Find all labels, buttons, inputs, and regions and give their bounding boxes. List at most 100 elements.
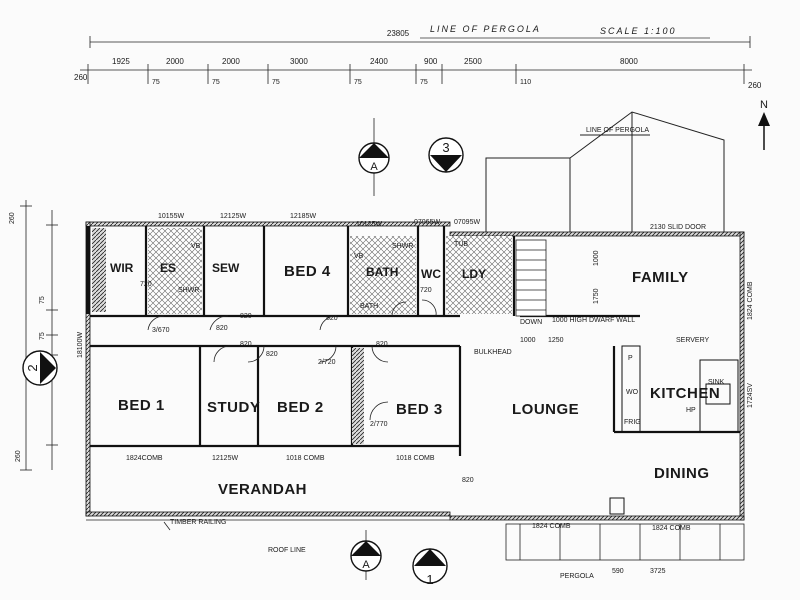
room-family: FAMILY	[632, 269, 689, 286]
top-subdim-1: 75	[212, 79, 220, 86]
window-b6: 1824 COMB	[652, 525, 691, 532]
top-subdim-0: 75	[152, 79, 160, 86]
note-d720b: 720	[420, 287, 432, 294]
room-study: STUDY	[207, 399, 260, 416]
note-d820f: 820	[376, 341, 388, 348]
top-dimension-string	[80, 36, 752, 84]
window-l1: 18100W	[77, 332, 84, 358]
note-d720a: 720	[140, 281, 152, 288]
section-label-bottom-left: A	[362, 559, 370, 571]
room-bed2: BED 2	[277, 399, 324, 416]
note-pantry: P	[628, 355, 633, 362]
window-b2: 12125W	[212, 455, 238, 462]
window-w1: 10155W	[158, 213, 184, 220]
section-marker-top-left: A	[358, 118, 390, 196]
note-down: DOWN	[520, 319, 542, 326]
top-dim-2: 2000	[166, 57, 184, 66]
window-r1: 1824 COMB	[747, 281, 754, 320]
left-dimension-string	[20, 200, 58, 471]
internal-walls	[90, 226, 740, 456]
top-subdim-3: 75	[354, 79, 362, 86]
note-shwr2: SHWR	[392, 243, 413, 250]
window-w5: 07065W	[414, 219, 440, 226]
room-wir: WIR	[110, 261, 134, 275]
note-bulkhead: BULKHEAD	[474, 349, 512, 356]
note-vb1: VB	[191, 243, 201, 250]
note-d1000b: 1000	[593, 250, 600, 266]
top-dim-0: 260	[74, 73, 88, 82]
room-laundry: LDY	[462, 267, 486, 281]
rear-pergola	[505, 523, 745, 561]
verandah-railing	[86, 519, 450, 531]
note-d820g: 820	[462, 477, 474, 484]
note-shwr1: SHWR	[178, 287, 199, 294]
note-vb2: VB	[354, 253, 364, 260]
note-d1000a: 1000	[520, 337, 536, 344]
window-w4: 10125W	[356, 221, 382, 228]
bathroom-tiles	[350, 236, 416, 314]
note-d590: 590	[612, 568, 624, 575]
room-bed1: BED 1	[118, 397, 165, 414]
window-b5: 1824 COMB	[532, 523, 571, 530]
door-swings	[147, 299, 437, 421]
left-dim-4: 260	[15, 450, 22, 462]
note-d1750: 1750	[593, 288, 600, 304]
section-label-left: 2	[25, 364, 40, 371]
section-label-bottom-right: 1	[426, 572, 433, 587]
window-labels: 10155W 12125W 12185W 10125W 07065W 07095…	[77, 213, 754, 532]
left-dim-2: 75	[39, 332, 46, 340]
window-w6: 07095W	[454, 219, 480, 226]
note-d1250: 1250	[548, 337, 564, 344]
room-dining: DINING	[654, 465, 710, 482]
note-d820c: 820	[326, 315, 338, 322]
note-d820b: 820	[240, 313, 252, 320]
external-walls	[85, 221, 745, 521]
room-bed4: BED 4	[284, 263, 331, 280]
stairs	[515, 239, 547, 317]
top-dimension-labels: 260 1925 2000 2000 3000 2400 900 2500 80…	[74, 57, 762, 90]
note-d820a: 820	[216, 325, 228, 332]
note-d820e: 820	[266, 351, 278, 358]
room-lounge: LOUNGE	[512, 401, 579, 418]
top-subdim-4: 75	[420, 79, 428, 86]
top-dim-8: 8000	[620, 57, 638, 66]
bed2-robe	[352, 348, 364, 444]
note-bath2: BATH	[360, 303, 378, 310]
note-pergola: PERGOLA	[560, 573, 594, 580]
window-w2: 12125W	[220, 213, 246, 220]
window-b3: 1018 COMB	[286, 455, 325, 462]
left-dim-1: 75	[39, 296, 46, 304]
top-subdim-5: 110	[520, 79, 531, 86]
pergola-handwritten-note: LINE OF PERGOLA	[430, 24, 541, 34]
note-d770: 2/770	[370, 421, 388, 428]
left-dimension-labels: 260 75 75 75 260	[9, 212, 46, 462]
room-wc: WC	[421, 267, 441, 281]
note-tub: TUB	[454, 241, 468, 248]
note-hotplate: HP	[686, 407, 696, 414]
window-slide-door: 2130 SLID DOOR	[650, 224, 706, 231]
room-verandah: VERANDAH	[218, 481, 307, 498]
laundry-tiles	[446, 236, 512, 314]
section-marker-bottom-right: 1	[412, 548, 448, 587]
room-kitchen: KITCHEN	[650, 385, 720, 402]
window-b1: 1824COMB	[126, 455, 163, 462]
note-d670: 3/670	[152, 327, 170, 334]
header-annotations: LINE OF PERGOLA SCALE 1:100 23805	[387, 24, 710, 39]
note-d3725: 3725	[650, 568, 666, 575]
top-dim-5: 2400	[370, 57, 388, 66]
top-dim-1: 1925	[112, 57, 130, 66]
top-dim-9: 260	[748, 81, 762, 90]
kitchen-fixtures	[609, 345, 739, 515]
top-dim-3: 2000	[222, 57, 240, 66]
note-d820d: 820	[240, 341, 252, 348]
note-fridge: FRIG	[624, 419, 641, 426]
top-dim-7: 2500	[464, 57, 482, 66]
north-arrow: N	[758, 99, 770, 150]
room-bed3: BED 3	[396, 401, 443, 418]
section-marker-bottom-left: A	[350, 530, 382, 580]
section-marker-top-right: 3	[428, 137, 464, 173]
note-d720c: 2/720	[318, 359, 336, 366]
window-w3: 12185W	[290, 213, 316, 220]
plan-notes: VB SHWR SHWR VB BATH TUB 720 720 3/670 8…	[140, 241, 725, 580]
top-dim-6: 900	[424, 57, 438, 66]
